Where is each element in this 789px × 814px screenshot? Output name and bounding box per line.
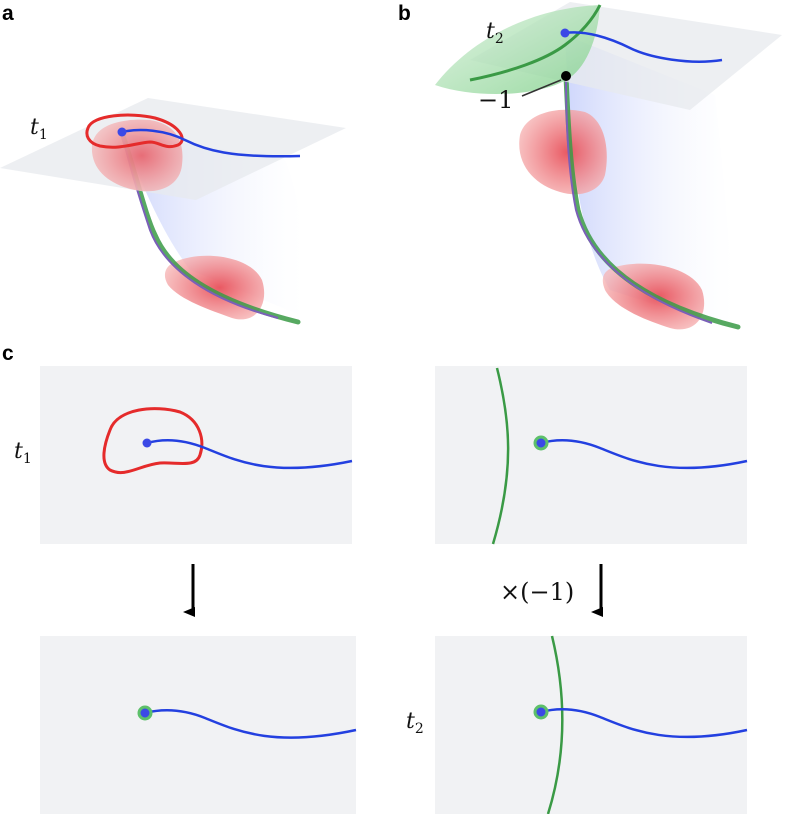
blue-path-c1 (146, 439, 353, 470)
green-curve-b (563, 73, 741, 330)
t2-subscript-b: 2 (495, 31, 504, 47)
red-loop-c (102, 407, 204, 475)
blue-path-c3 (144, 709, 357, 739)
panel-letter-b: b (398, 2, 411, 25)
svg-text:t1: t1 (14, 439, 32, 467)
green-curve-c2 (546, 635, 564, 814)
box-bottom-left (40, 636, 357, 814)
t1-subscript-c: 1 (23, 451, 32, 467)
blue-surface-sheet-b (565, 35, 735, 330)
start-point-b (560, 28, 570, 38)
t2-subscript-c: 2 (415, 721, 424, 737)
t2-label-b: t (486, 19, 495, 44)
upper-red-blob (91, 119, 183, 192)
box-top-right (435, 366, 748, 545)
start-point-c4 (533, 704, 549, 720)
multiplier-label: ×(−1) (500, 578, 574, 606)
purple-path-b (565, 75, 713, 324)
panel-letter-a: a (2, 2, 14, 25)
minus-one-label: −1 (478, 86, 513, 114)
box-bottom-right (435, 635, 748, 814)
start-point-c2 (533, 435, 549, 451)
panel-letter-c: c (2, 342, 14, 365)
red-loop-a (85, 113, 184, 149)
t1-subscript-a: 1 (39, 127, 48, 143)
intersection-point (561, 71, 571, 81)
start-point-a (117, 127, 127, 137)
t1-label-c: t (14, 439, 23, 464)
middle-red-blob (519, 109, 607, 195)
box-top-left (40, 366, 353, 544)
start-point-c3 (137, 705, 153, 721)
svg-text:t1: t1 (30, 115, 48, 143)
green-curve-top (469, 4, 602, 82)
green-surface (435, 5, 600, 95)
t1-label-a: t (30, 115, 39, 140)
blue-path-a (121, 128, 301, 158)
panel-c: c t1 ×(−1) (2, 342, 748, 814)
leader-line (521, 79, 562, 97)
start-point-c1 (142, 438, 152, 448)
blue-path-b (564, 31, 723, 63)
blue-path-c2 (540, 439, 748, 470)
t2-label-c: t (406, 709, 415, 734)
svg-text:t2: t2 (486, 19, 504, 47)
svg-text:t2: t2 (406, 709, 424, 737)
green-curve-c1 (491, 367, 510, 545)
blue-path-c4 (540, 708, 748, 739)
panel-b: b −1 t2 (398, 2, 782, 330)
panel-a: a t1 (0, 2, 346, 325)
